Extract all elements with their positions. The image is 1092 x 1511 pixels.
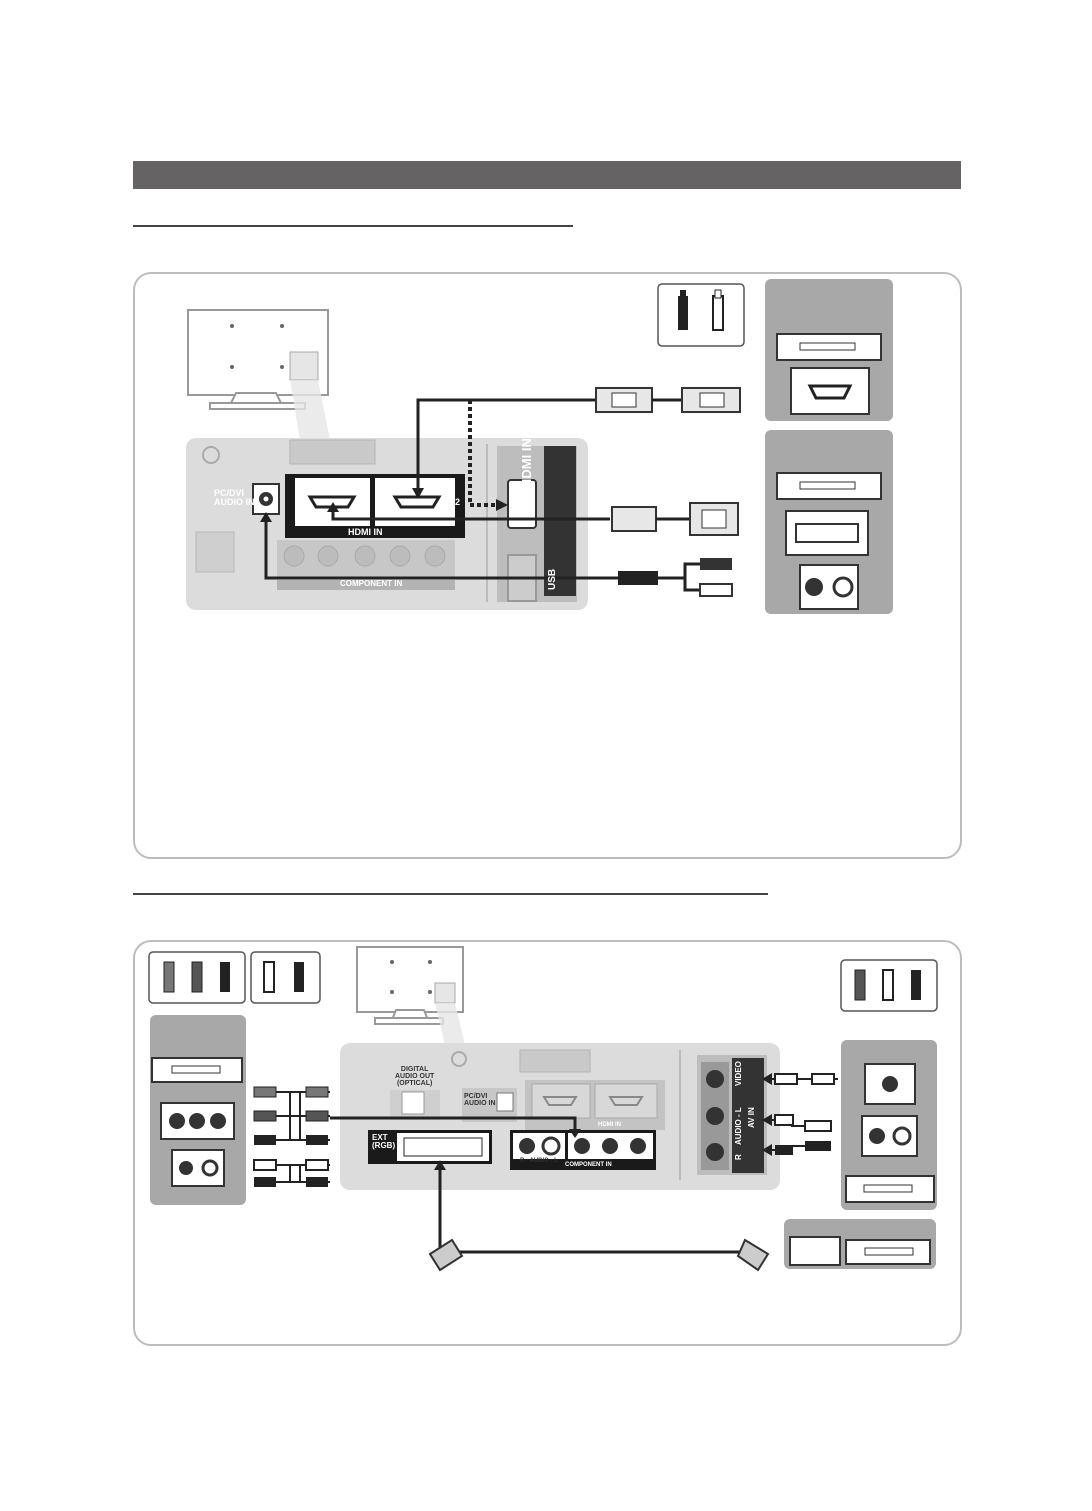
- label-hdmi-in-2: HDMI IN: [598, 1122, 621, 1128]
- label-av-in: AV IN: [747, 1107, 756, 1128]
- diagram1-title-underline: [133, 225, 573, 227]
- label-audio-l: AUDIO - L: [734, 1107, 743, 1145]
- component-plugs-left: [253, 1086, 329, 1187]
- label-ext-rgb: EXT (RGB): [372, 1133, 396, 1150]
- tv-back-thumbnail: [187, 309, 330, 440]
- av-plug-legend: [840, 959, 938, 1012]
- component-plug-legend: [148, 951, 246, 1004]
- av-plugs: [774, 1073, 835, 1155]
- dvi-device-panel: [765, 430, 893, 614]
- diagram2-title-underline: [133, 893, 768, 895]
- label-audio-r-l: R - AUDIO - L: [520, 1158, 558, 1164]
- scart-device-panel: [784, 1219, 936, 1269]
- label-video: VIDEO: [734, 1061, 743, 1086]
- hdmi-dvi-cable-plugs: [611, 502, 739, 536]
- plug-legend-box: [657, 283, 745, 347]
- label-r: R: [734, 1154, 743, 1160]
- av-device-panel: [841, 1040, 937, 1210]
- audio-plug-legend: [250, 951, 321, 1004]
- section-header-bar: [133, 161, 961, 189]
- label-hdmi-in: HDMI IN: [348, 527, 383, 537]
- label-pc-dvi-audio-in: PC/DVI AUDIO IN: [214, 488, 255, 507]
- label-pc-dvi-audio-in-2: PC/DVI AUDIO IN: [464, 1093, 496, 1107]
- hdmi-cable-plugs: [595, 387, 741, 413]
- scart-plugs: [428, 1238, 770, 1272]
- label-component-in: COMPONENT IN: [340, 579, 403, 588]
- label-component-in-2: COMPONENT IN: [565, 1162, 612, 1168]
- label-digital-audio-out: DIGITAL AUDIO OUT (OPTICAL): [395, 1066, 435, 1087]
- component-device-panel: [150, 1015, 246, 1205]
- tv-back-thumbnail-2: [356, 946, 465, 1045]
- label-hdmi-2: 2: [455, 497, 461, 507]
- hdmi-device-panel: [765, 279, 893, 421]
- stereo-cable-plugs: [618, 558, 733, 597]
